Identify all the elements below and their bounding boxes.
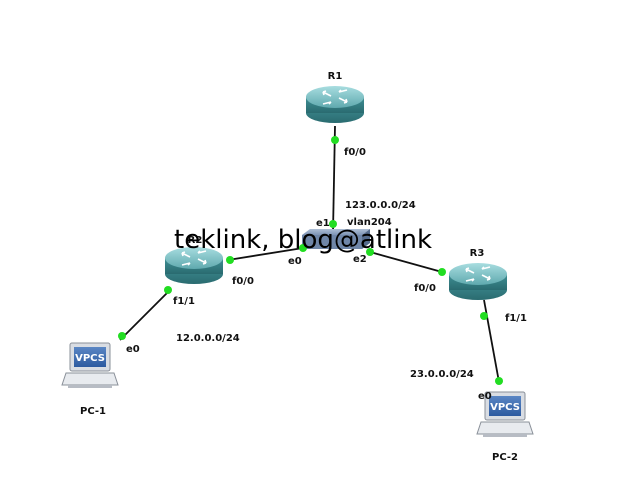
switch-icon: [302, 229, 370, 235]
router-r3[interactable]: [448, 262, 508, 301]
dot-pc1-e0: [118, 332, 126, 340]
link-r2-pc1[interactable]: [119, 289, 171, 341]
link-r3-pc2[interactable]: [483, 299, 500, 383]
dot-r2-f00: [226, 256, 234, 264]
r2-f00-label: f0/0: [232, 276, 254, 287]
r1-f00-label: f0/0: [344, 147, 366, 158]
dot-sw-e1: [329, 220, 337, 228]
net-123-label: 123.0.0.0/24: [345, 200, 416, 211]
r2-name: R2: [188, 235, 203, 246]
net-12-label: 12.0.0.0/24: [176, 333, 240, 344]
pc-1[interactable]: VPCS: [61, 342, 119, 389]
sw-e1-label: e1: [316, 218, 330, 229]
r1-name: R1: [328, 71, 343, 82]
pc-2[interactable]: VPCS: [476, 391, 534, 438]
switch-vlan204[interactable]: [302, 229, 370, 249]
link-r2-switch[interactable]: [227, 247, 304, 261]
r3-f00-label: f0/0: [414, 283, 436, 294]
watermark-text: teklink, blog@atlink: [174, 225, 432, 255]
dot-r3-f00: [438, 268, 446, 276]
router-icon: [305, 85, 365, 124]
link-dots: [118, 136, 503, 385]
dot-r2-f11: [164, 286, 172, 294]
r3-f11-label: f1/1: [505, 313, 527, 324]
pc2-name: PC-2: [492, 452, 518, 463]
sw-e2-label: e2: [353, 254, 367, 265]
dot-r3-f11: [480, 312, 488, 320]
pc1-e0-label: e0: [126, 344, 140, 355]
pc1-badge: VPCS: [75, 353, 105, 364]
sw-e0-label: e0: [288, 256, 302, 267]
switch-name: vlan204: [347, 217, 392, 228]
router-icon: [448, 262, 508, 301]
dot-sw-e2: [366, 248, 374, 256]
pc2-e0-label: e0: [478, 391, 492, 402]
net-23-label: 23.0.0.0/24: [410, 369, 474, 380]
vpcs-icon: [61, 342, 119, 389]
r2-f11-label: f1/1: [173, 296, 195, 307]
link-r3-switch[interactable]: [369, 251, 443, 273]
pc2-badge: VPCS: [490, 402, 520, 413]
r3-name: R3: [470, 248, 485, 259]
dot-sw-e0: [299, 244, 307, 252]
pc1-name: PC-1: [80, 406, 106, 417]
dot-pc2-e0: [495, 377, 503, 385]
router-r1[interactable]: [305, 85, 365, 124]
dot-r1-f00: [331, 136, 339, 144]
